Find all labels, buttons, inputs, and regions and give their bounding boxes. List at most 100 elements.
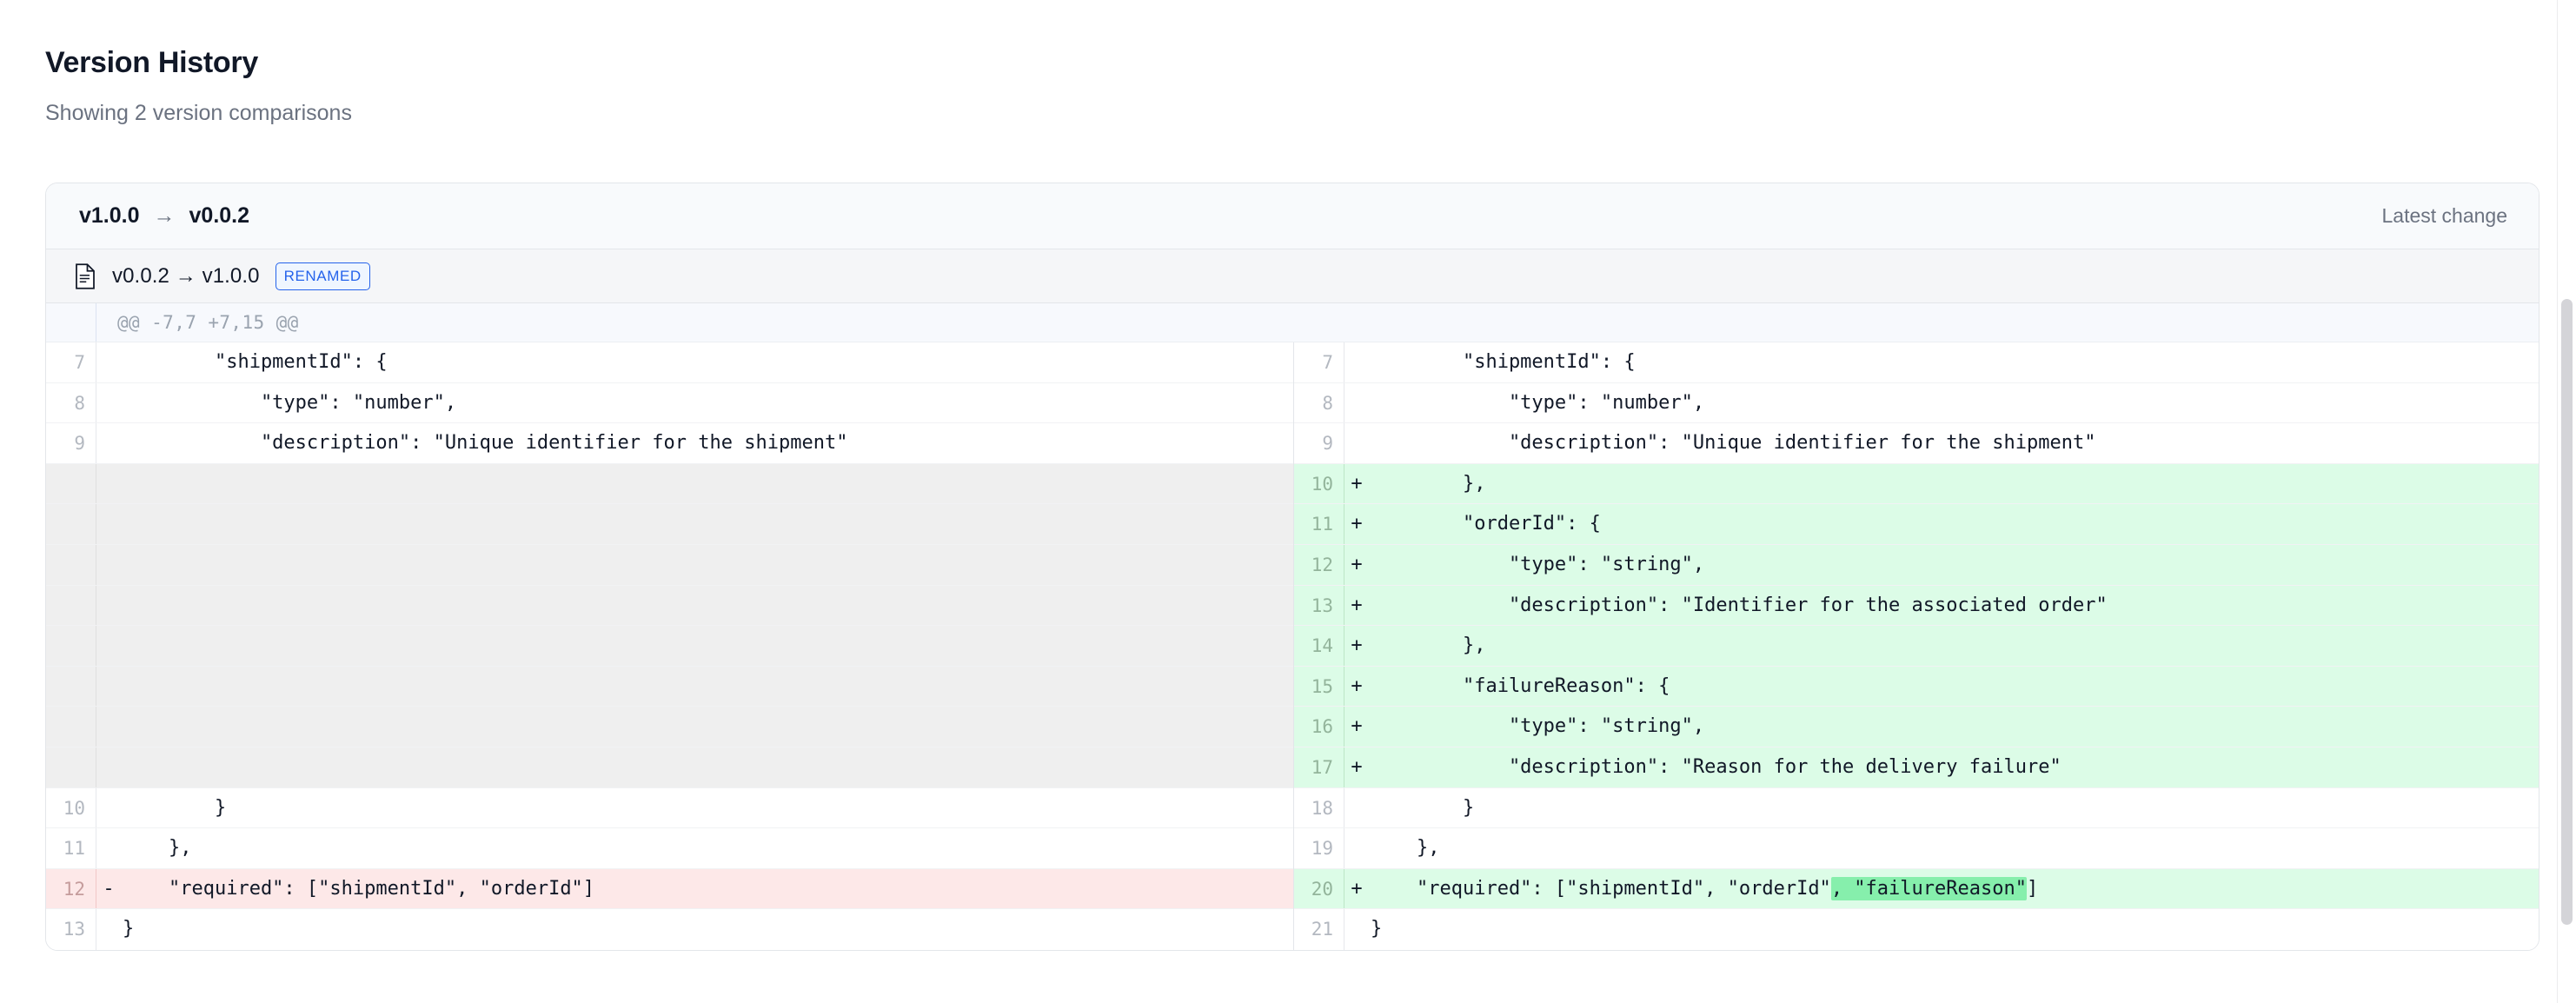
code-line xyxy=(121,464,1293,504)
line-number: 9 xyxy=(1294,423,1344,463)
to-version-label: v0.0.2 xyxy=(189,203,250,228)
line-number xyxy=(46,747,96,787)
diff-marker xyxy=(1344,423,1369,463)
scrollbar-thumb[interactable] xyxy=(2561,299,2573,925)
line-number: 17 xyxy=(1294,747,1344,787)
line-number xyxy=(46,544,96,585)
diff-row: 21} xyxy=(1294,909,2539,950)
line-number xyxy=(46,626,96,666)
diff-row: 20 + "required": ["shipmentId", "orderId"… xyxy=(1294,868,2539,910)
line-number: 7 xyxy=(46,342,96,382)
diff-row: 14+ }, xyxy=(1294,626,2539,667)
code-line: "failureReason": { xyxy=(1371,674,1670,697)
diff-marker xyxy=(1344,342,1369,382)
vertical-scrollbar[interactable] xyxy=(2557,0,2576,1003)
line-number: 20 xyxy=(1294,868,1344,909)
diff-marker xyxy=(96,626,121,666)
diff-row: 13} xyxy=(46,909,1293,950)
diff-row: 19 }, xyxy=(1294,828,2539,869)
diff-marker xyxy=(1344,828,1369,868)
line-number: 21 xyxy=(1294,909,1344,950)
diff-row xyxy=(46,626,1293,667)
code-line xyxy=(121,747,1293,787)
diff-marker xyxy=(96,707,121,747)
code-line xyxy=(121,667,1293,707)
diff-marker xyxy=(96,909,121,950)
diff-marker: + xyxy=(1351,553,1363,575)
diff-marker xyxy=(96,586,121,626)
line-number: 19 xyxy=(1294,828,1344,868)
diff-row xyxy=(46,504,1293,545)
code-line: } xyxy=(123,796,227,819)
diff-marker xyxy=(96,667,121,707)
diff-marker xyxy=(96,504,121,544)
diff-marker xyxy=(1344,383,1369,423)
hunk-header: @@ -7,7 +7,15 @@ xyxy=(46,303,2539,342)
code-line: "type": "number", xyxy=(1371,391,1705,414)
code-line xyxy=(121,504,1293,544)
line-number xyxy=(46,585,96,626)
code-line xyxy=(121,707,1293,747)
file-header[interactable]: v0.0.2 → v1.0.0 RENAMED xyxy=(46,249,2539,303)
diff-row: 12 + "type": "string", xyxy=(1294,544,2539,586)
diff-marker: + xyxy=(1351,513,1363,535)
diff-row: 8 "type": "number", xyxy=(46,382,1293,424)
diff-marker: + xyxy=(1351,472,1363,495)
diff-side-original: 7 "shipmentId": {8 "type": "number",9 "d… xyxy=(46,342,1293,950)
line-number: 13 xyxy=(1294,585,1344,626)
diff-marker: + xyxy=(1351,877,1363,900)
code-line: }, xyxy=(1371,837,1440,860)
diff-marker: + xyxy=(1351,715,1363,738)
diff-row: 11+ "orderId": { xyxy=(1294,504,2539,545)
diff-row: 10+ }, xyxy=(1294,463,2539,505)
code-line: "description": "Reason for the delivery … xyxy=(1371,755,2061,778)
diff-row xyxy=(46,707,1293,747)
line-number: 12 xyxy=(46,868,96,909)
diff-row: 10 } xyxy=(46,787,1293,829)
line-number: 12 xyxy=(1294,544,1344,585)
version-comparison-card: v1.0.0 → v0.0.2 Latest change v0.0.2 → v… xyxy=(45,183,2539,951)
diff-row: 16+ "type": "string", xyxy=(1294,707,2539,747)
diff-marker xyxy=(96,342,121,382)
code-line: "shipmentId": { xyxy=(123,351,388,373)
diff-row: 8 "type": "number", xyxy=(1294,382,2539,424)
diff-row: 12- "required": ["shipmentId", "orderId"… xyxy=(46,868,1293,910)
code-line: "type": "string", xyxy=(1371,553,1705,575)
line-number: 15 xyxy=(1294,666,1344,707)
line-number: 14 xyxy=(1294,626,1344,666)
diff-marker xyxy=(96,788,121,828)
status-badge: RENAMED xyxy=(275,262,370,290)
line-number xyxy=(46,504,96,544)
code-line: "description": "Identifier for the assoc… xyxy=(1371,594,2108,616)
code-line: "required": ["shipmentId", "orderId"] xyxy=(123,877,595,900)
diff-row: 9 "description": "Unique identifier for … xyxy=(1294,423,2539,464)
version-range: v1.0.0 → v0.0.2 xyxy=(79,203,249,229)
diff-marker xyxy=(96,545,121,585)
code-line: } xyxy=(123,918,135,940)
diff-row: 13+ "description": "Identifier for the a… xyxy=(1294,585,2539,627)
diff-row: 18 } xyxy=(1294,787,2539,829)
code-line: }, xyxy=(123,837,192,860)
line-number: 11 xyxy=(1294,504,1344,544)
line-number: 10 xyxy=(46,787,96,828)
line-number: 9 xyxy=(46,423,96,463)
page-title: Version History xyxy=(45,46,258,79)
diff-marker xyxy=(96,383,121,423)
diff-side-modified: 7 "shipmentId": {8 "type": "number",9 "d… xyxy=(1293,342,2539,950)
latest-change-label: Latest change xyxy=(2381,204,2507,227)
code-line xyxy=(121,626,1293,666)
line-number xyxy=(46,666,96,707)
diff-row xyxy=(46,585,1293,627)
code-line: "shipmentId": { xyxy=(1371,351,1636,373)
code-line: "required": ["shipmentId", "orderId", "f… xyxy=(1371,876,2039,900)
diff-row: 9 "description": "Unique identifier for … xyxy=(46,423,1293,464)
hunk-gutter xyxy=(46,303,96,342)
diff-marker xyxy=(96,423,121,463)
line-number: 18 xyxy=(1294,787,1344,828)
line-number: 8 xyxy=(1294,382,1344,423)
page-header: Version History Showing 2 version compar… xyxy=(0,0,2576,126)
diff-row: 11 }, xyxy=(46,828,1293,869)
diff-row: 7 "shipmentId": { xyxy=(46,342,1293,383)
code-line: } xyxy=(1371,918,1383,940)
line-number: 8 xyxy=(46,382,96,423)
